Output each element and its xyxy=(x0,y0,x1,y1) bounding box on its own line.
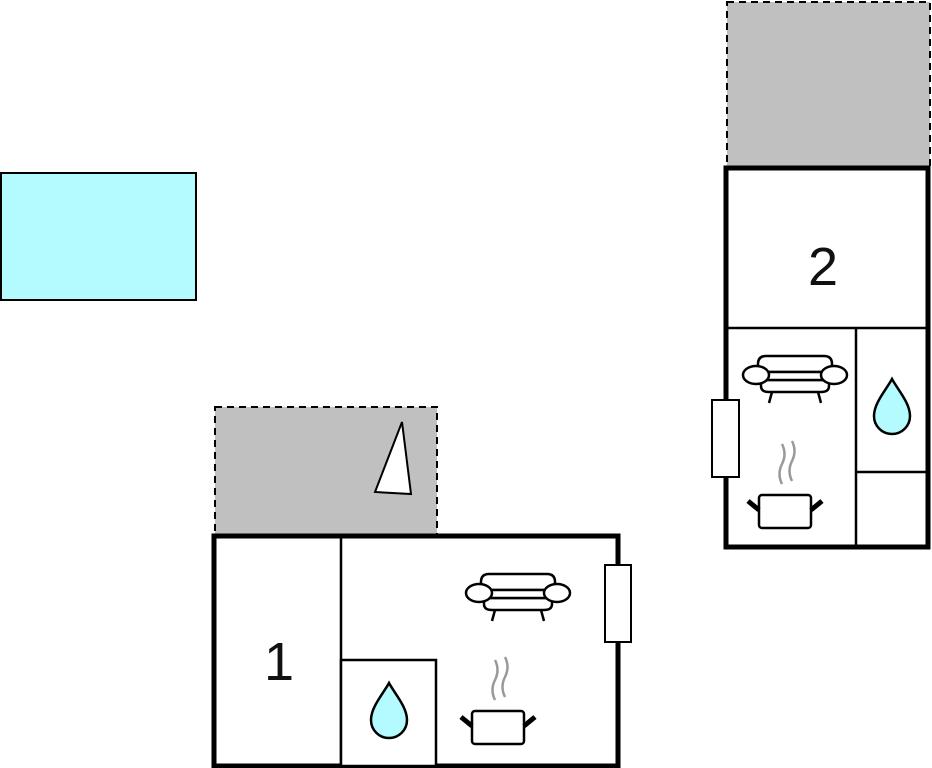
unit-label-1: 1 xyxy=(264,632,294,692)
north-arrow-icon xyxy=(373,421,413,496)
window-icon xyxy=(604,564,632,643)
terrace-2 xyxy=(726,1,931,168)
unit-2: 2 xyxy=(711,165,931,550)
pool xyxy=(0,172,197,301)
unit-1: 1 xyxy=(211,533,632,768)
unit-label-2: 2 xyxy=(808,237,838,297)
window-icon xyxy=(711,399,740,478)
